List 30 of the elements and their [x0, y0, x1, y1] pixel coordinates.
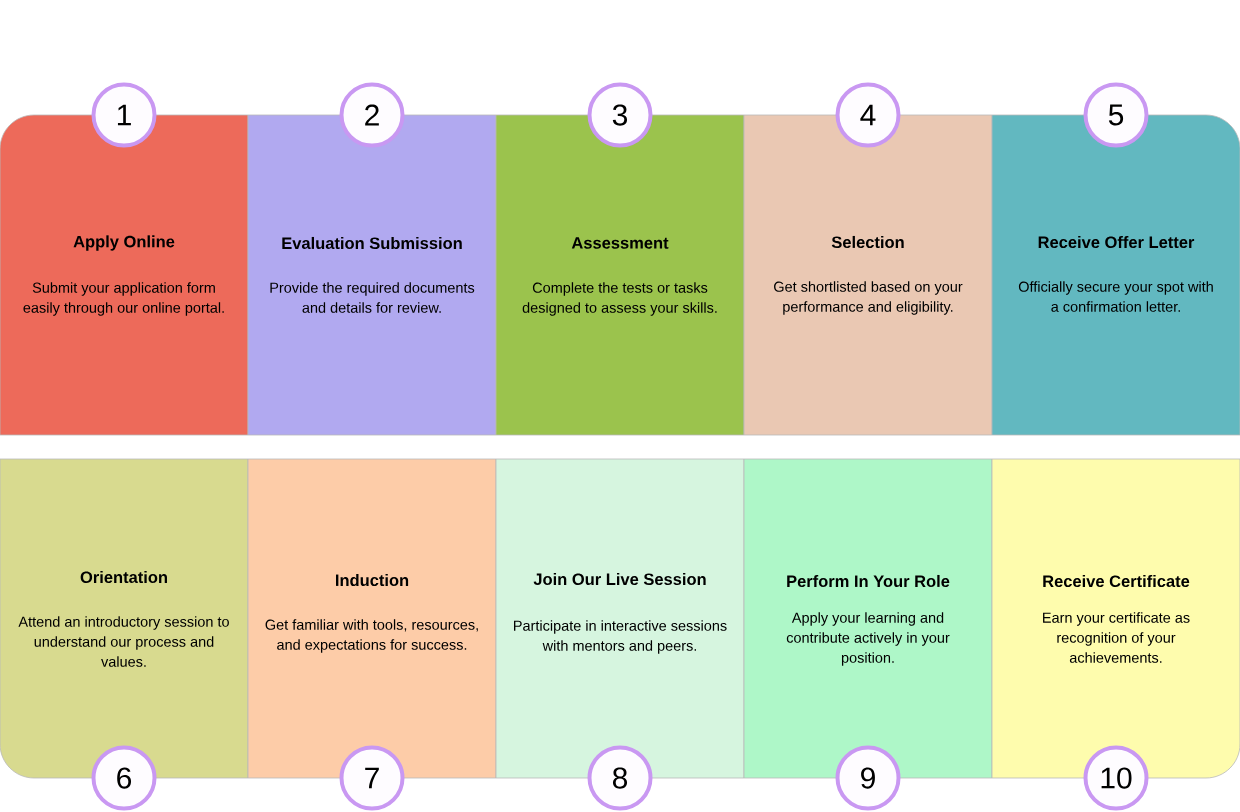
step-title: Orientation: [80, 570, 167, 584]
number-badge: 10: [1083, 745, 1149, 811]
step-description: Get familiar with tools, resources, and expectations for success.: [265, 619, 478, 653]
step-description: Earn your certificate as recognition of your achievements.: [1043, 612, 1190, 663]
number-badge: 3: [587, 82, 653, 148]
number-badge: 8: [587, 745, 653, 811]
step-title: Receive Offer Letter: [1038, 235, 1195, 249]
number-badge: 2: [339, 82, 405, 148]
step-description: Apply your learning and contribute actively in your position.: [786, 612, 950, 666]
step-title: Receive Certificate: [1043, 574, 1190, 588]
number-badge: 9: [835, 745, 901, 811]
step-description: Get shortlisted based on your performance and eligibility.: [774, 281, 963, 315]
step-description: Complete the tests or tasks designed to assess your skills.: [522, 282, 717, 316]
step-title: Selection: [831, 235, 904, 249]
step-description: Officially secure your spot with a confirmation letter.: [1018, 281, 1213, 312]
step-title: Assessment: [571, 237, 669, 249]
step-description: Provide the required documents and details for review.: [270, 282, 475, 313]
step-description: Attend an introductory session to understand our process and values.: [18, 616, 229, 667]
number-badge: 4: [835, 82, 901, 148]
number-badge: 1: [91, 82, 157, 148]
number-badge: 6: [91, 745, 157, 811]
step-title: Apply Online: [73, 235, 175, 251]
step-title: Join Our Live Session: [533, 572, 706, 586]
number-badge: 5: [1083, 82, 1149, 148]
step-description: Participate in interactive sessions with mentors and peers.: [514, 620, 727, 654]
step-description: Submit your application form easily through our online portal.: [23, 282, 224, 316]
step-title: Evaluation Submission: [282, 236, 462, 250]
number-badge: 7: [339, 745, 405, 811]
step-title: Induction: [336, 573, 409, 587]
step-title: Perform In Your Role: [787, 574, 950, 588]
